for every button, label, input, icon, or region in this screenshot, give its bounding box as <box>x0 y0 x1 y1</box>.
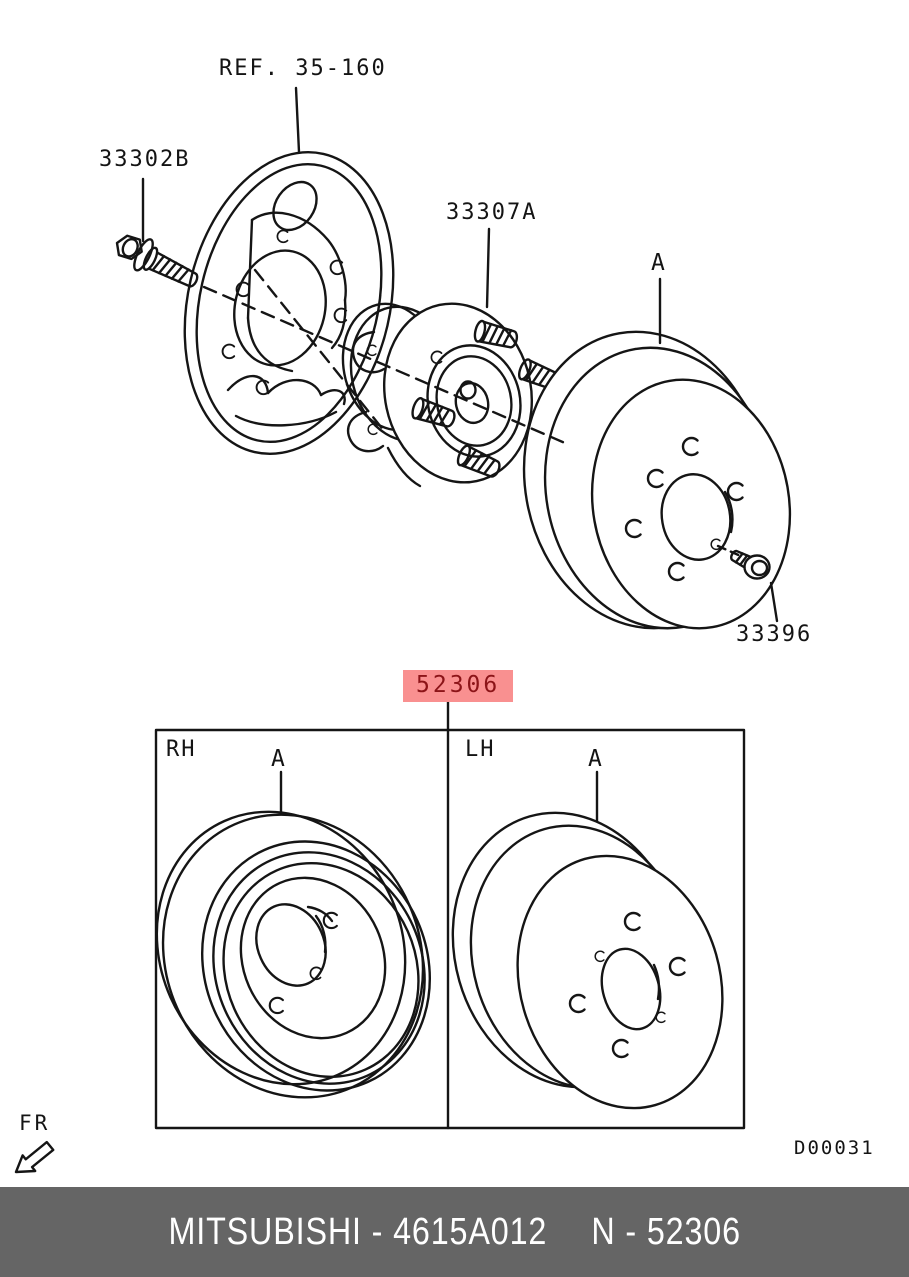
rh-drum-drawing <box>155 810 432 1099</box>
callout-ref-backing-plate[interactable]: REF. 35-160 <box>219 56 387 81</box>
callout-part-33396[interactable]: 33396 <box>736 622 813 647</box>
assembly-axis-lines <box>202 268 745 559</box>
drawing-code: D00031 <box>794 1137 875 1159</box>
footer-banner: MITSUBISHI - 4615A012 N - 52306 <box>0 1187 909 1277</box>
callout-part-33307A[interactable]: 33307A <box>446 200 538 225</box>
lh-marker-a: A <box>588 746 604 772</box>
footer-catalog-entry: MITSUBISHI - 4615A012 <box>168 1210 547 1253</box>
footer-part-ref: N - 52306 <box>591 1210 741 1253</box>
callout-part-33302B[interactable]: 33302B <box>99 147 191 172</box>
rh-marker-a: A <box>271 746 287 772</box>
rh-section-label: RH <box>166 737 197 762</box>
front-direction-arrow-icon <box>14 1140 55 1174</box>
screw-drawing <box>730 549 771 580</box>
front-direction-label: FR <box>19 1111 51 1135</box>
callout-part-52306-highlighted[interactable]: 52306 <box>403 670 514 702</box>
lh-section-label: LH <box>465 737 496 762</box>
brake-drum-drawing <box>522 330 792 630</box>
callout-marker-a: A <box>651 250 667 276</box>
leader-lines <box>141 86 779 840</box>
bolt-drawing <box>115 234 199 288</box>
lh-drum-drawing <box>451 811 724 1110</box>
hub-assembly-drawing <box>341 302 565 488</box>
